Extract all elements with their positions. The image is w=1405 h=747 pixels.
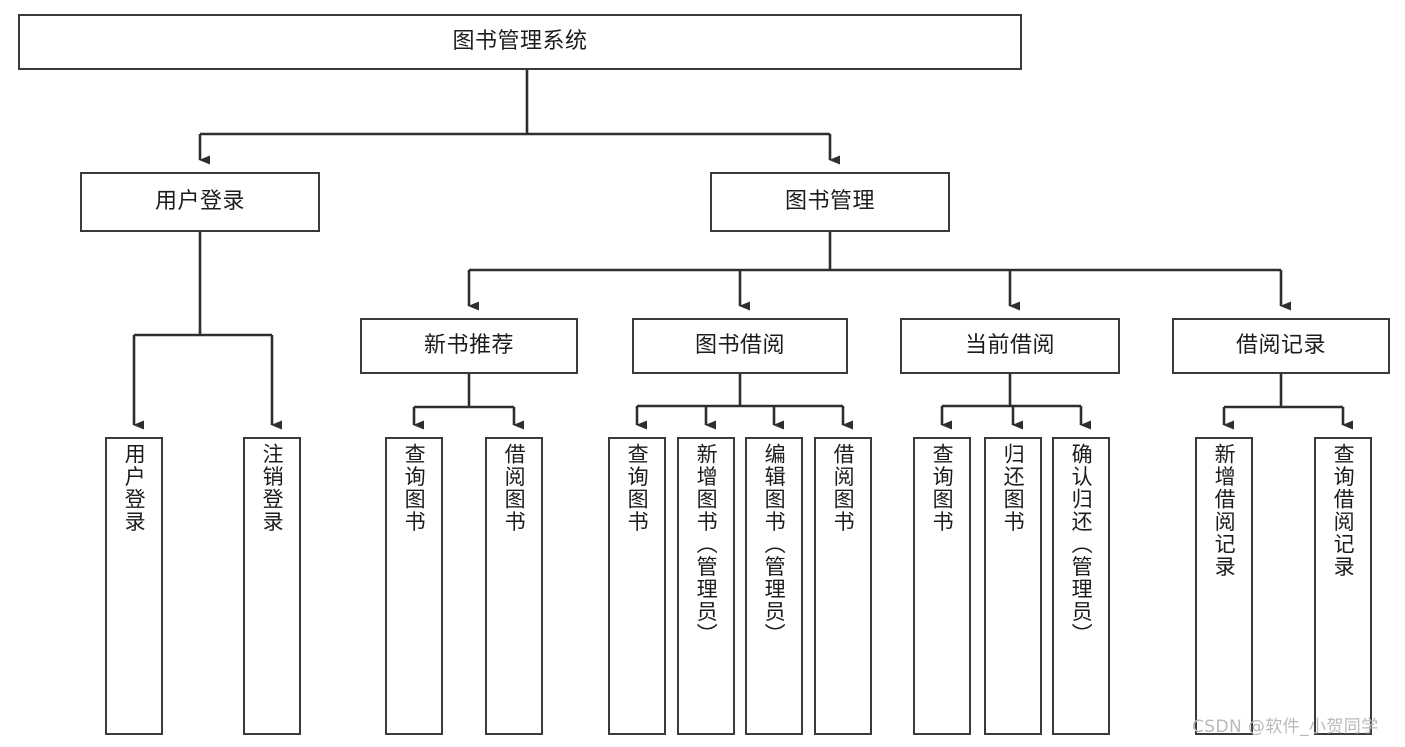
node-leaf-user-logout-label: 注销登录 bbox=[260, 443, 285, 533]
node-leaf-borrow-borrow-book[interactable]: 借阅图书 bbox=[814, 437, 872, 735]
node-user-login-label: 用户登录 bbox=[154, 188, 245, 214]
node-new-book-rec-label: 新书推荐 bbox=[423, 332, 514, 358]
node-borrow-record-label: 借阅记录 bbox=[1235, 332, 1326, 358]
node-leaf-user-logout[interactable]: 注销登录 bbox=[243, 437, 301, 735]
node-leaf-borrow-borrow-book-label: 借阅图书 bbox=[831, 443, 856, 533]
node-leaf-rec-add-record-label: 新增借阅记录 bbox=[1212, 443, 1237, 578]
node-leaf-cur-confirm-return[interactable]: 确认归还（管理员） bbox=[1052, 437, 1110, 735]
node-leaf-borrow-edit-book-label: 编辑图书（管理员） bbox=[762, 443, 787, 646]
node-leaf-user-login[interactable]: 用户登录 bbox=[105, 437, 163, 735]
node-leaf-rec-query-book[interactable]: 查询图书 bbox=[385, 437, 443, 735]
node-leaf-cur-return-book-label: 归还图书 bbox=[1001, 443, 1026, 533]
node-root-label: 图书管理系统 bbox=[452, 28, 588, 54]
node-book-borrow[interactable]: 图书借阅 bbox=[632, 318, 848, 374]
node-leaf-borrow-add-book[interactable]: 新增图书（管理员） bbox=[677, 437, 735, 735]
node-user-login[interactable]: 用户登录 bbox=[80, 172, 320, 232]
node-leaf-borrow-edit-book[interactable]: 编辑图书（管理员） bbox=[745, 437, 803, 735]
csdn-watermark: CSDN @软件_小贺同学 bbox=[1192, 717, 1379, 737]
node-leaf-rec-borrow-book-label: 借阅图书 bbox=[502, 443, 527, 533]
node-leaf-borrow-query-book-label: 查询图书 bbox=[625, 443, 650, 533]
node-leaf-rec-query-book-label: 查询图书 bbox=[402, 443, 427, 533]
node-leaf-cur-query-book-label: 查询图书 bbox=[930, 443, 955, 533]
node-leaf-cur-return-book[interactable]: 归还图书 bbox=[984, 437, 1042, 735]
node-current-borrow[interactable]: 当前借阅 bbox=[900, 318, 1120, 374]
node-leaf-rec-query-record-label: 查询借阅记录 bbox=[1331, 443, 1356, 578]
node-borrow-record[interactable]: 借阅记录 bbox=[1172, 318, 1390, 374]
node-leaf-user-login-label: 用户登录 bbox=[122, 443, 147, 533]
node-book-manage[interactable]: 图书管理 bbox=[710, 172, 950, 232]
node-leaf-rec-borrow-book[interactable]: 借阅图书 bbox=[485, 437, 543, 735]
node-current-borrow-label: 当前借阅 bbox=[964, 332, 1055, 358]
node-book-manage-label: 图书管理 bbox=[784, 188, 875, 214]
node-leaf-cur-query-book[interactable]: 查询图书 bbox=[913, 437, 971, 735]
node-leaf-rec-query-record[interactable]: 查询借阅记录 bbox=[1314, 437, 1372, 735]
node-leaf-rec-add-record[interactable]: 新增借阅记录 bbox=[1195, 437, 1253, 735]
node-leaf-cur-confirm-return-label: 确认归还（管理员） bbox=[1069, 443, 1094, 646]
node-book-borrow-label: 图书借阅 bbox=[694, 332, 785, 358]
node-new-book-rec[interactable]: 新书推荐 bbox=[360, 318, 578, 374]
node-root[interactable]: 图书管理系统 bbox=[18, 14, 1022, 70]
node-leaf-borrow-add-book-label: 新增图书（管理员） bbox=[694, 443, 719, 646]
node-leaf-borrow-query-book[interactable]: 查询图书 bbox=[608, 437, 666, 735]
